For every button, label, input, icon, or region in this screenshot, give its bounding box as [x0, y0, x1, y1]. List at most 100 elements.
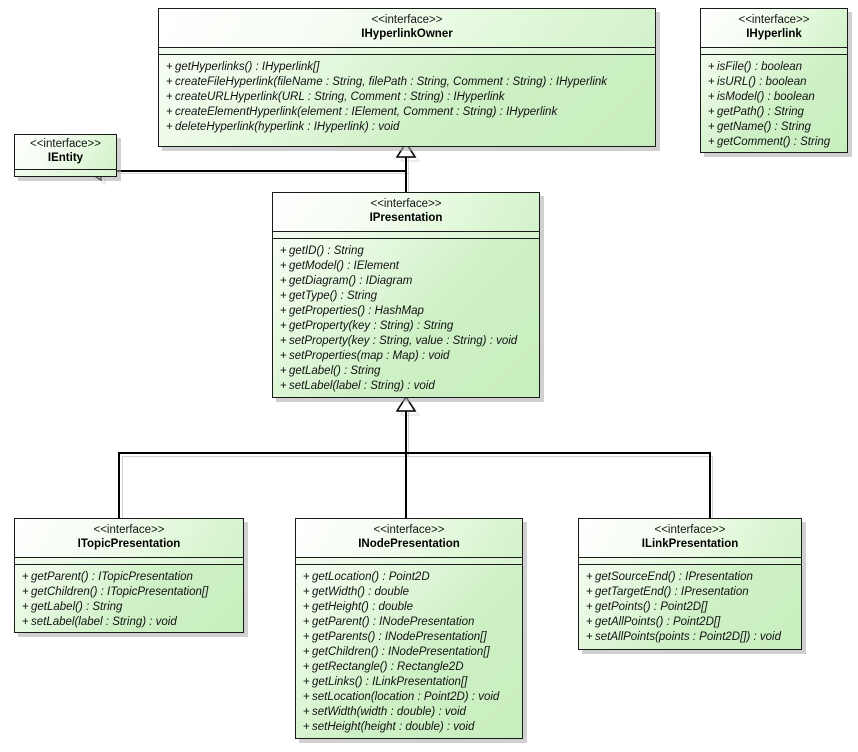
class-stereotype: <<interface>>	[373, 524, 445, 536]
operation-signature: getProperty(key : String) : String	[289, 320, 454, 332]
operation-signature: isFile() : boolean	[717, 61, 803, 73]
class-box-ihyperlinkowner[interactable]: <<interface>> IHyperlinkOwner +getHyperl…	[158, 8, 656, 147]
operation-row: +getLinks() : ILinkPresentation[]	[296, 675, 522, 690]
class-name: ITopicPresentation	[77, 538, 181, 550]
operation-signature: getParent() : INodePresentation	[312, 616, 475, 628]
operation-signature: getLocation() : Point2D	[312, 571, 430, 583]
operation-signature: setHeight(height : double) : void	[312, 721, 475, 733]
class-stereotype: <<interface>>	[370, 198, 442, 210]
operation-signature: setLabel(label : String) : void	[31, 616, 177, 628]
visibility-marker: +	[303, 661, 310, 673]
visibility-marker: +	[708, 76, 715, 88]
visibility-marker: +	[280, 380, 287, 392]
operation-signature: getRectangle() : Rectangle2D	[312, 661, 464, 673]
class-box-ihyperlink[interactable]: <<interface>> IHyperlink +isFile() : boo…	[700, 8, 848, 153]
visibility-marker: +	[303, 631, 310, 643]
operation-signature: getPath() : String	[717, 106, 804, 118]
operation-row: +getHeight() : double	[296, 600, 522, 615]
visibility-marker: +	[708, 106, 715, 118]
class-operations-compartment: +getHyperlinks() : IHyperlink[] +createF…	[159, 55, 655, 140]
operation-signature: getParent() : ITopicPresentation	[31, 571, 193, 583]
operation-signature: getHeight() : double	[312, 601, 414, 613]
operation-signature: getName() : String	[717, 121, 811, 133]
class-name: IHyperlinkOwner	[361, 28, 453, 40]
operation-signature: getChildren() : ITopicPresentation[]	[31, 586, 209, 598]
visibility-marker: +	[22, 601, 29, 613]
class-operations-compartment	[15, 177, 116, 189]
class-attributes-compartment	[159, 48, 655, 55]
class-box-ipresentation[interactable]: <<interface>> IPresentation +getID() : S…	[272, 192, 540, 398]
connector-shadow	[712, 456, 714, 520]
operation-row: +setHeight(height : double) : void	[296, 720, 522, 735]
operation-row: +getParents() : INodePresentation[]	[296, 630, 522, 645]
operation-row: +getWidth() : double	[296, 585, 522, 600]
class-attributes-compartment	[273, 232, 539, 239]
class-stereotype: <<interface>>	[30, 138, 101, 150]
visibility-marker: +	[303, 706, 310, 718]
class-stereotype: <<interface>>	[738, 14, 810, 26]
operation-row: +getParent() : ITopicPresentation	[15, 570, 243, 585]
class-box-itopicpresentation[interactable]: <<interface>> ITopicPresentation +getPar…	[14, 518, 244, 633]
generalization-itopicpresentation-to-ipresentation	[118, 452, 120, 518]
class-operations-compartment: +getID() : String +getModel() : IElement…	[273, 239, 539, 399]
visibility-marker: +	[280, 260, 287, 272]
operation-signature: isModel() : boolean	[717, 91, 815, 103]
visibility-marker: +	[166, 76, 173, 88]
operation-signature: setLabel(label : String) : void	[289, 380, 435, 392]
operation-row: +setLabel(label : String) : void	[15, 615, 243, 630]
generalization-ilinkpresentation-to-ipresentation	[709, 452, 711, 518]
operation-signature: getParents() : INodePresentation[]	[312, 631, 487, 643]
class-header-ilinkpresentation: <<interface>> ILinkPresentation	[579, 519, 801, 558]
operation-row: +getType() : String	[273, 289, 539, 304]
visibility-marker: +	[166, 106, 173, 118]
operation-row: +getChildren() : ITopicPresentation[]	[15, 585, 243, 600]
generalization-arrowhead-up-ipresentation	[396, 396, 416, 412]
visibility-marker: +	[708, 136, 715, 148]
class-operations-compartment: +getLocation() : Point2D +getWidth() : d…	[296, 565, 522, 740]
connector-shadow	[408, 412, 410, 456]
operation-signature: getWidth() : double	[312, 586, 410, 598]
visibility-marker: +	[22, 571, 29, 583]
class-operations-compartment: +isFile() : boolean +isURL() : boolean +…	[701, 55, 847, 155]
class-stereotype: <<interface>>	[654, 524, 726, 536]
operation-signature: setAllPoints(points : Point2D[]) : void	[595, 631, 781, 643]
visibility-marker: +	[280, 290, 287, 302]
visibility-marker: +	[166, 61, 173, 73]
visibility-marker: +	[303, 601, 310, 613]
operation-signature: getDiagram() : IDiagram	[289, 275, 413, 287]
operation-signature: getLabel() : String	[31, 601, 123, 613]
operation-row: +setLabel(label : String) : void	[273, 379, 539, 394]
class-box-ilinkpresentation[interactable]: <<interface>> ILinkPresentation +getSour…	[578, 518, 802, 650]
operation-signature: getHyperlinks() : IHyperlink[]	[175, 61, 320, 73]
class-operations-compartment: +getSourceEnd() : IPresentation +getTarg…	[579, 565, 801, 650]
connector-shadow	[408, 152, 410, 200]
operation-row: +getComment() : String	[701, 135, 847, 150]
class-attributes-compartment	[701, 48, 847, 55]
class-header-itopicpresentation: <<interface>> ITopicPresentation	[15, 519, 243, 558]
visibility-marker: +	[586, 616, 593, 628]
class-header-ihyperlink: <<interface>> IHyperlink	[701, 9, 847, 48]
operation-row: +createFileHyperlink(fileName : String, …	[159, 75, 655, 90]
operation-row: +getID() : String	[273, 244, 539, 259]
class-operations-compartment: +getParent() : ITopicPresentation +getCh…	[15, 565, 243, 635]
operation-signature: getLinks() : ILinkPresentation[]	[312, 676, 468, 688]
generalization-ipresentation-to-ientity	[100, 170, 406, 172]
generalization-arrowhead-up-ihyperlinkowner	[396, 142, 416, 158]
operation-row: +createURLHyperlink(URL : String, Commen…	[159, 90, 655, 105]
visibility-marker: +	[22, 586, 29, 598]
operation-row: +setWidth(width : double) : void	[296, 705, 522, 720]
visibility-marker: +	[303, 646, 310, 658]
operation-row: +getProperties() : HashMap	[273, 304, 539, 319]
operation-signature: setWidth(width : double) : void	[312, 706, 466, 718]
visibility-marker: +	[280, 365, 287, 377]
class-box-ientity[interactable]: <<interface>> IEntity	[14, 134, 117, 177]
operation-signature: getLabel() : String	[289, 365, 381, 377]
visibility-marker: +	[586, 571, 593, 583]
connector-shadow	[122, 456, 712, 458]
class-stereotype: <<interface>>	[93, 524, 165, 536]
class-box-inodepresentation[interactable]: <<interface>> INodePresentation +getLoca…	[295, 518, 523, 739]
operation-row: +isFile() : boolean	[701, 60, 847, 75]
operation-row: +createElementHyperlink(element : IEleme…	[159, 105, 655, 120]
visibility-marker: +	[303, 676, 310, 688]
